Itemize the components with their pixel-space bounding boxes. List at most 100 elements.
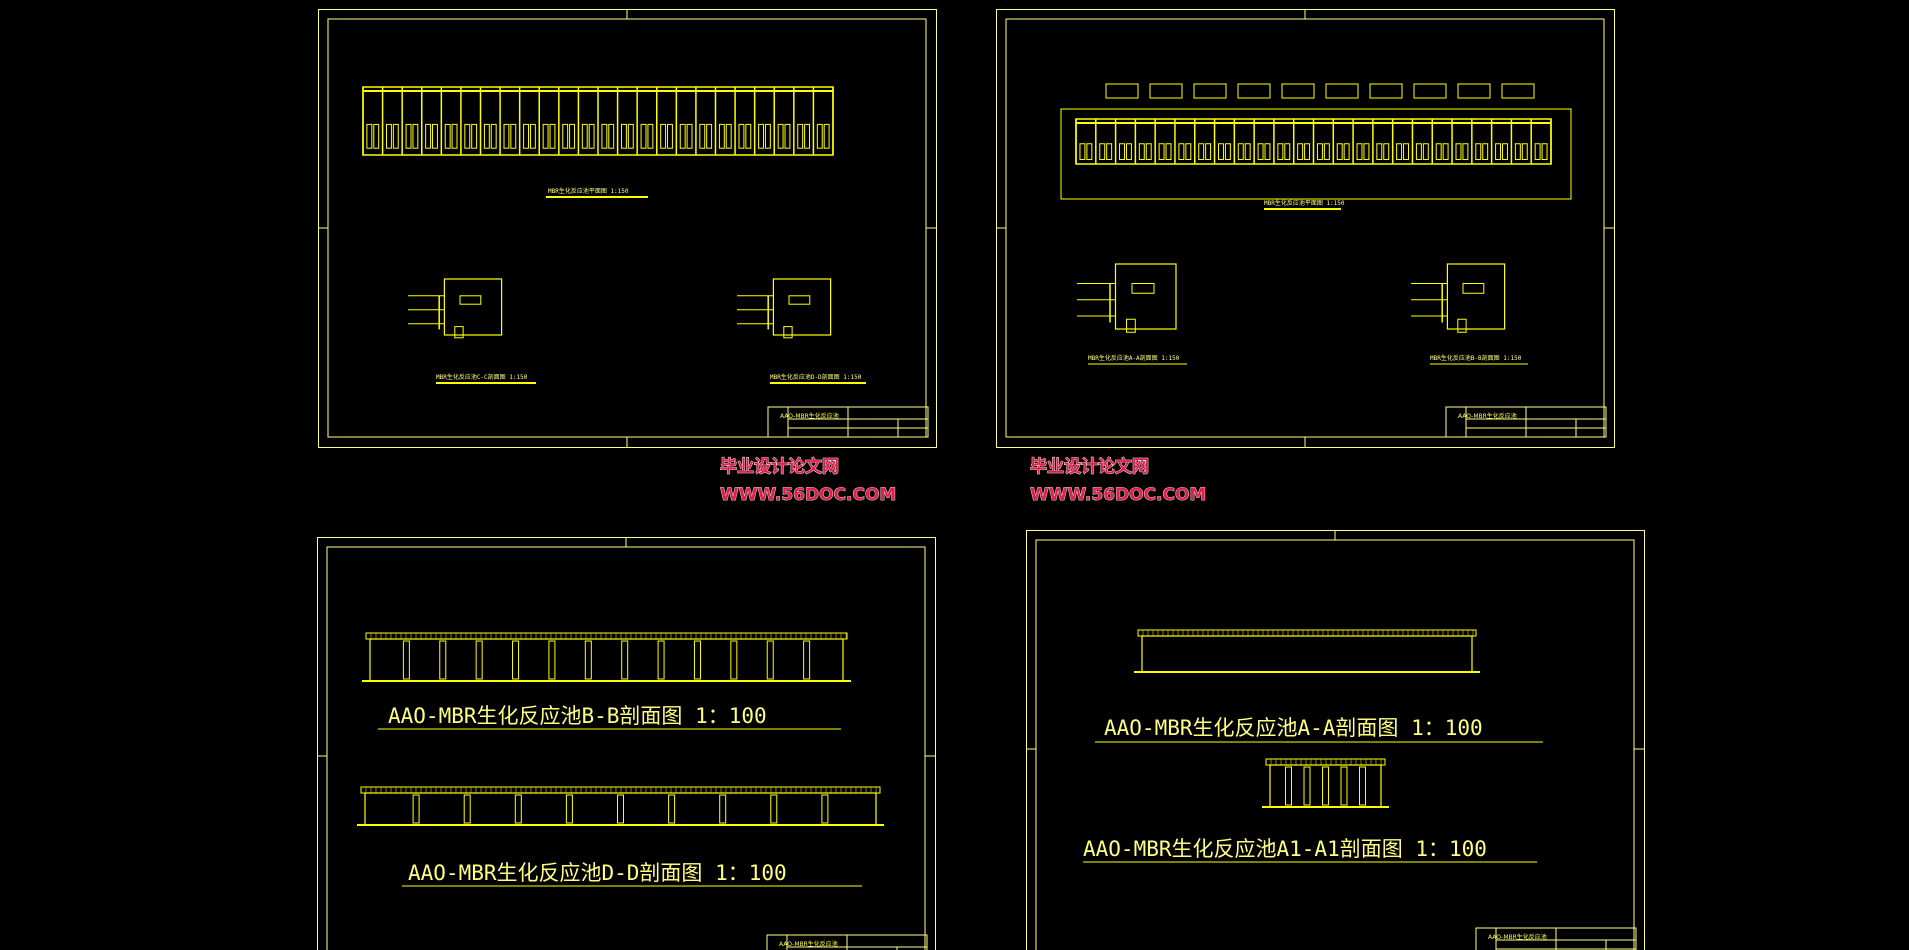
membrane-module [738,123,745,149]
drawing-sheet-2[interactable]: MBR生化反应池平面图 1:150 MBR生化反应池A-A剖面图 1:150 M… [996,9,1615,448]
partition-wall [548,640,556,680]
membrane-module [1277,143,1284,160]
title-block [766,934,928,950]
membrane-module [1237,143,1244,160]
membrane-module [1257,143,1264,160]
partition-wall [617,794,624,824]
plan-outline [1060,108,1572,200]
tank-outline [362,86,834,156]
title-block-frame [766,934,928,950]
sheet-caption: MBR生化反应池D-D剖面图 1:150 [770,373,862,381]
partition-wall [512,640,520,680]
membrane-module [464,123,471,149]
tank-outline [443,278,503,336]
membrane-module [1521,143,1528,160]
membrane-module [490,123,497,149]
membrane-module [1218,143,1224,160]
railing [365,632,848,640]
sump [1126,318,1136,333]
tank-outline [1141,635,1473,673]
membrane-module [569,123,576,149]
partition-wall [719,794,727,824]
pipe-loop [1501,83,1535,99]
membrane-module [627,123,634,149]
sheet-caption: MBR生化反应池平面图 1:150 [548,187,629,195]
membrane-module [1435,143,1442,160]
membrane-module [788,295,811,305]
membrane-module [660,123,667,149]
membrane-module [1363,143,1370,160]
membrane-module [392,123,399,149]
drawing-sheet-1[interactable]: MBR生化反应池平面图 1:150 MBR生化反应池C-C剖面图 1:150 M… [318,9,937,448]
section-drawing [357,786,884,826]
partition-wall [730,640,738,680]
membrane-module [1086,143,1093,160]
sheet-outer-border [318,9,937,448]
cross-section-drawing [1077,263,1177,333]
membrane-module [1178,143,1185,160]
membrane-module [1205,143,1212,160]
membrane-module [1415,143,1422,160]
membrane-module [1125,143,1132,160]
membrane-module [621,123,627,149]
tank-outline [364,792,877,826]
membrane-module [405,123,412,149]
membrane-module [1284,143,1291,160]
sheet-inner-border [1035,539,1635,950]
membrane-module [1304,143,1311,160]
membrane-module [444,123,451,149]
membrane-module [1422,143,1429,160]
watermark-url: WWW.56DOC.COM [1030,485,1206,505]
partition-wall [770,794,778,824]
cross-section-drawing [737,278,832,339]
membrane-module [1455,143,1462,160]
partition-wall [584,640,592,680]
partition-wall [621,640,629,680]
membrane-module [483,123,490,149]
membrane-module [1224,143,1231,160]
railing [360,786,881,794]
pipe-loop [1457,83,1491,99]
sheet-caption: MBR生化反应池平面图 1:150 [1264,199,1345,207]
sheet-inner-border [326,546,926,950]
sheet-inner-border [327,18,927,438]
membrane-module [679,123,686,149]
cross-section-drawing [1411,263,1506,333]
partition-wall [821,794,829,824]
partition-wall [439,640,447,680]
section-drawing [1262,758,1389,808]
cross-section-drawing [408,278,503,339]
membrane-module [1462,143,1469,160]
membrane-module [1145,143,1152,160]
drawing-sheet-3[interactable]: AAO-MBR生化反应池B-B剖面图 1：100 AAO-MBR生化反应池D-D… [317,537,936,950]
sheet-inner-border [1005,18,1605,438]
membrane-module [529,123,536,149]
partition-wall [1285,766,1292,806]
membrane-module [1264,143,1271,160]
membrane-module [523,123,529,149]
membrane-module [1165,143,1172,160]
title-block-text: AAO-MBR生化反应池 [779,940,838,948]
membrane-module [816,123,823,149]
pipe-loop [1237,83,1271,99]
membrane-module [510,123,517,149]
membrane-module [1475,143,1482,160]
drawing-sheet-4[interactable]: AAO-MBR生化反应池A-A剖面图 1：100 AAO-MBR生化反应池A1-… [1026,530,1645,950]
sump [1457,318,1467,333]
membrane-module [784,123,791,149]
sump [454,326,464,339]
membrane-module [1316,143,1323,160]
membrane-module [1198,143,1205,160]
watermark: 毕业设计论文网 WWW.56DOC.COM [1030,456,1207,506]
tank-outline [1269,764,1382,808]
title-block-text: AAO-MBR生化反应池 [1488,933,1547,941]
pipe-loop [1193,83,1227,99]
partition-wall [514,794,522,824]
membrane-module [640,123,647,149]
membrane-module [1514,143,1521,160]
membrane-module [451,123,458,149]
title-block [1475,927,1637,950]
partition-wall [475,640,483,680]
membrane-module [412,123,419,149]
